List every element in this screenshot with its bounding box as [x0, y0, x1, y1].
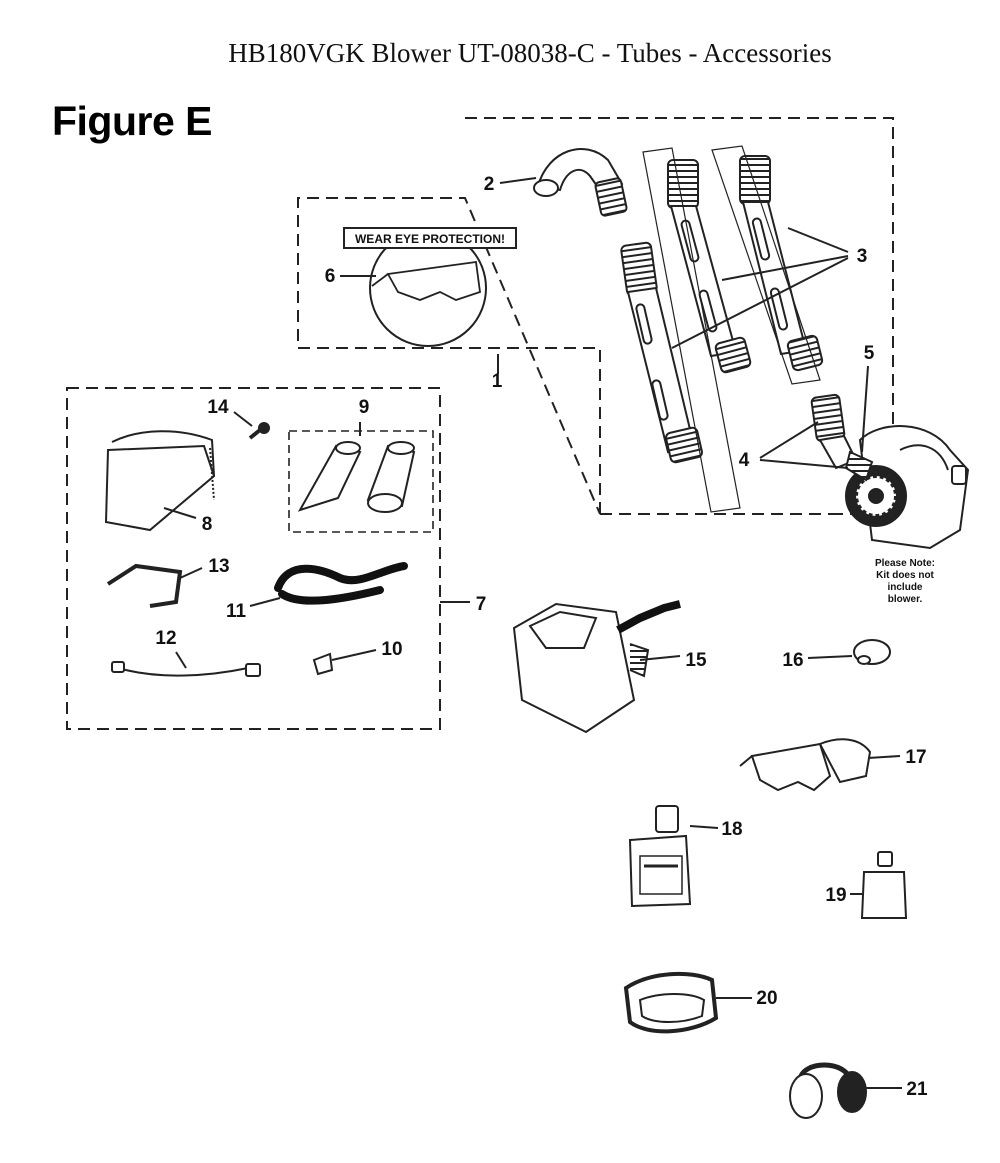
- note-line-4: blower.: [888, 594, 923, 605]
- part-number-9: 9: [359, 397, 370, 418]
- part-number-4: 4: [739, 450, 750, 471]
- clip: [312, 652, 334, 676]
- blower-note: Please Note: Kit does not include blower…: [875, 558, 935, 605]
- tube-kit-outline: [297, 117, 894, 515]
- accessory-kit-outline: [66, 387, 441, 730]
- part-number-16: 16: [782, 650, 803, 671]
- part-number-20: 20: [756, 988, 777, 1009]
- face-shield: [104, 430, 216, 532]
- part-number-10: 10: [381, 639, 402, 660]
- figure-label: Figure E: [52, 98, 213, 144]
- hook-tool: [106, 563, 183, 608]
- leader-lines: [163, 177, 902, 1089]
- fuel-can: [512, 600, 681, 734]
- nozzles: [297, 441, 416, 513]
- part-number-1: 1: [492, 371, 503, 392]
- part-number-6: 6: [325, 266, 336, 287]
- part-number-7: 7: [476, 594, 487, 615]
- safety-glasses: [739, 738, 872, 792]
- part-number-labels: 1 2 3 4 5 6 7 8 9 10 11 12 13 14 15 16 1…: [155, 174, 928, 1100]
- elbow-tube: [533, 148, 628, 217]
- note-line-2: Kit does not: [876, 570, 934, 581]
- part-number-13: 13: [208, 556, 229, 577]
- goggles: [623, 971, 719, 1034]
- part-number-21: 21: [906, 1079, 928, 1100]
- part-number-2: 2: [484, 174, 495, 195]
- oil-bottle: [628, 805, 692, 908]
- note-line-1: Please Note:: [875, 558, 935, 569]
- page-title: HB180VGK Blower UT-08038-C - Tubes - Acc…: [228, 38, 832, 68]
- part-number-3: 3: [857, 246, 868, 267]
- part-number-18: 18: [721, 819, 742, 840]
- straight-tubes: [620, 145, 824, 513]
- small-bottle: [860, 851, 908, 919]
- part-number-8: 8: [202, 514, 213, 535]
- warning-label-text: WEAR EYE PROTECTION!: [355, 232, 505, 246]
- blower-illustration: [844, 425, 970, 550]
- part-number-14: 14: [207, 397, 229, 418]
- part-number-5: 5: [864, 343, 875, 364]
- note-line-3: include: [887, 582, 922, 593]
- part-number-15: 15: [685, 650, 707, 671]
- part-number-11: 11: [226, 601, 247, 622]
- part-number-17: 17: [905, 747, 926, 768]
- safety-glasses-icon: [386, 260, 481, 301]
- part-number-12: 12: [155, 628, 176, 649]
- screw: [248, 422, 270, 440]
- spark-cable: [111, 661, 261, 677]
- eye-protection-decal: WEAR EYE PROTECTION!: [343, 227, 517, 347]
- earplug-cord: [853, 639, 891, 665]
- part-number-19: 19: [825, 885, 846, 906]
- earmuffs: [789, 1062, 867, 1119]
- shoulder-strap: [274, 562, 408, 605]
